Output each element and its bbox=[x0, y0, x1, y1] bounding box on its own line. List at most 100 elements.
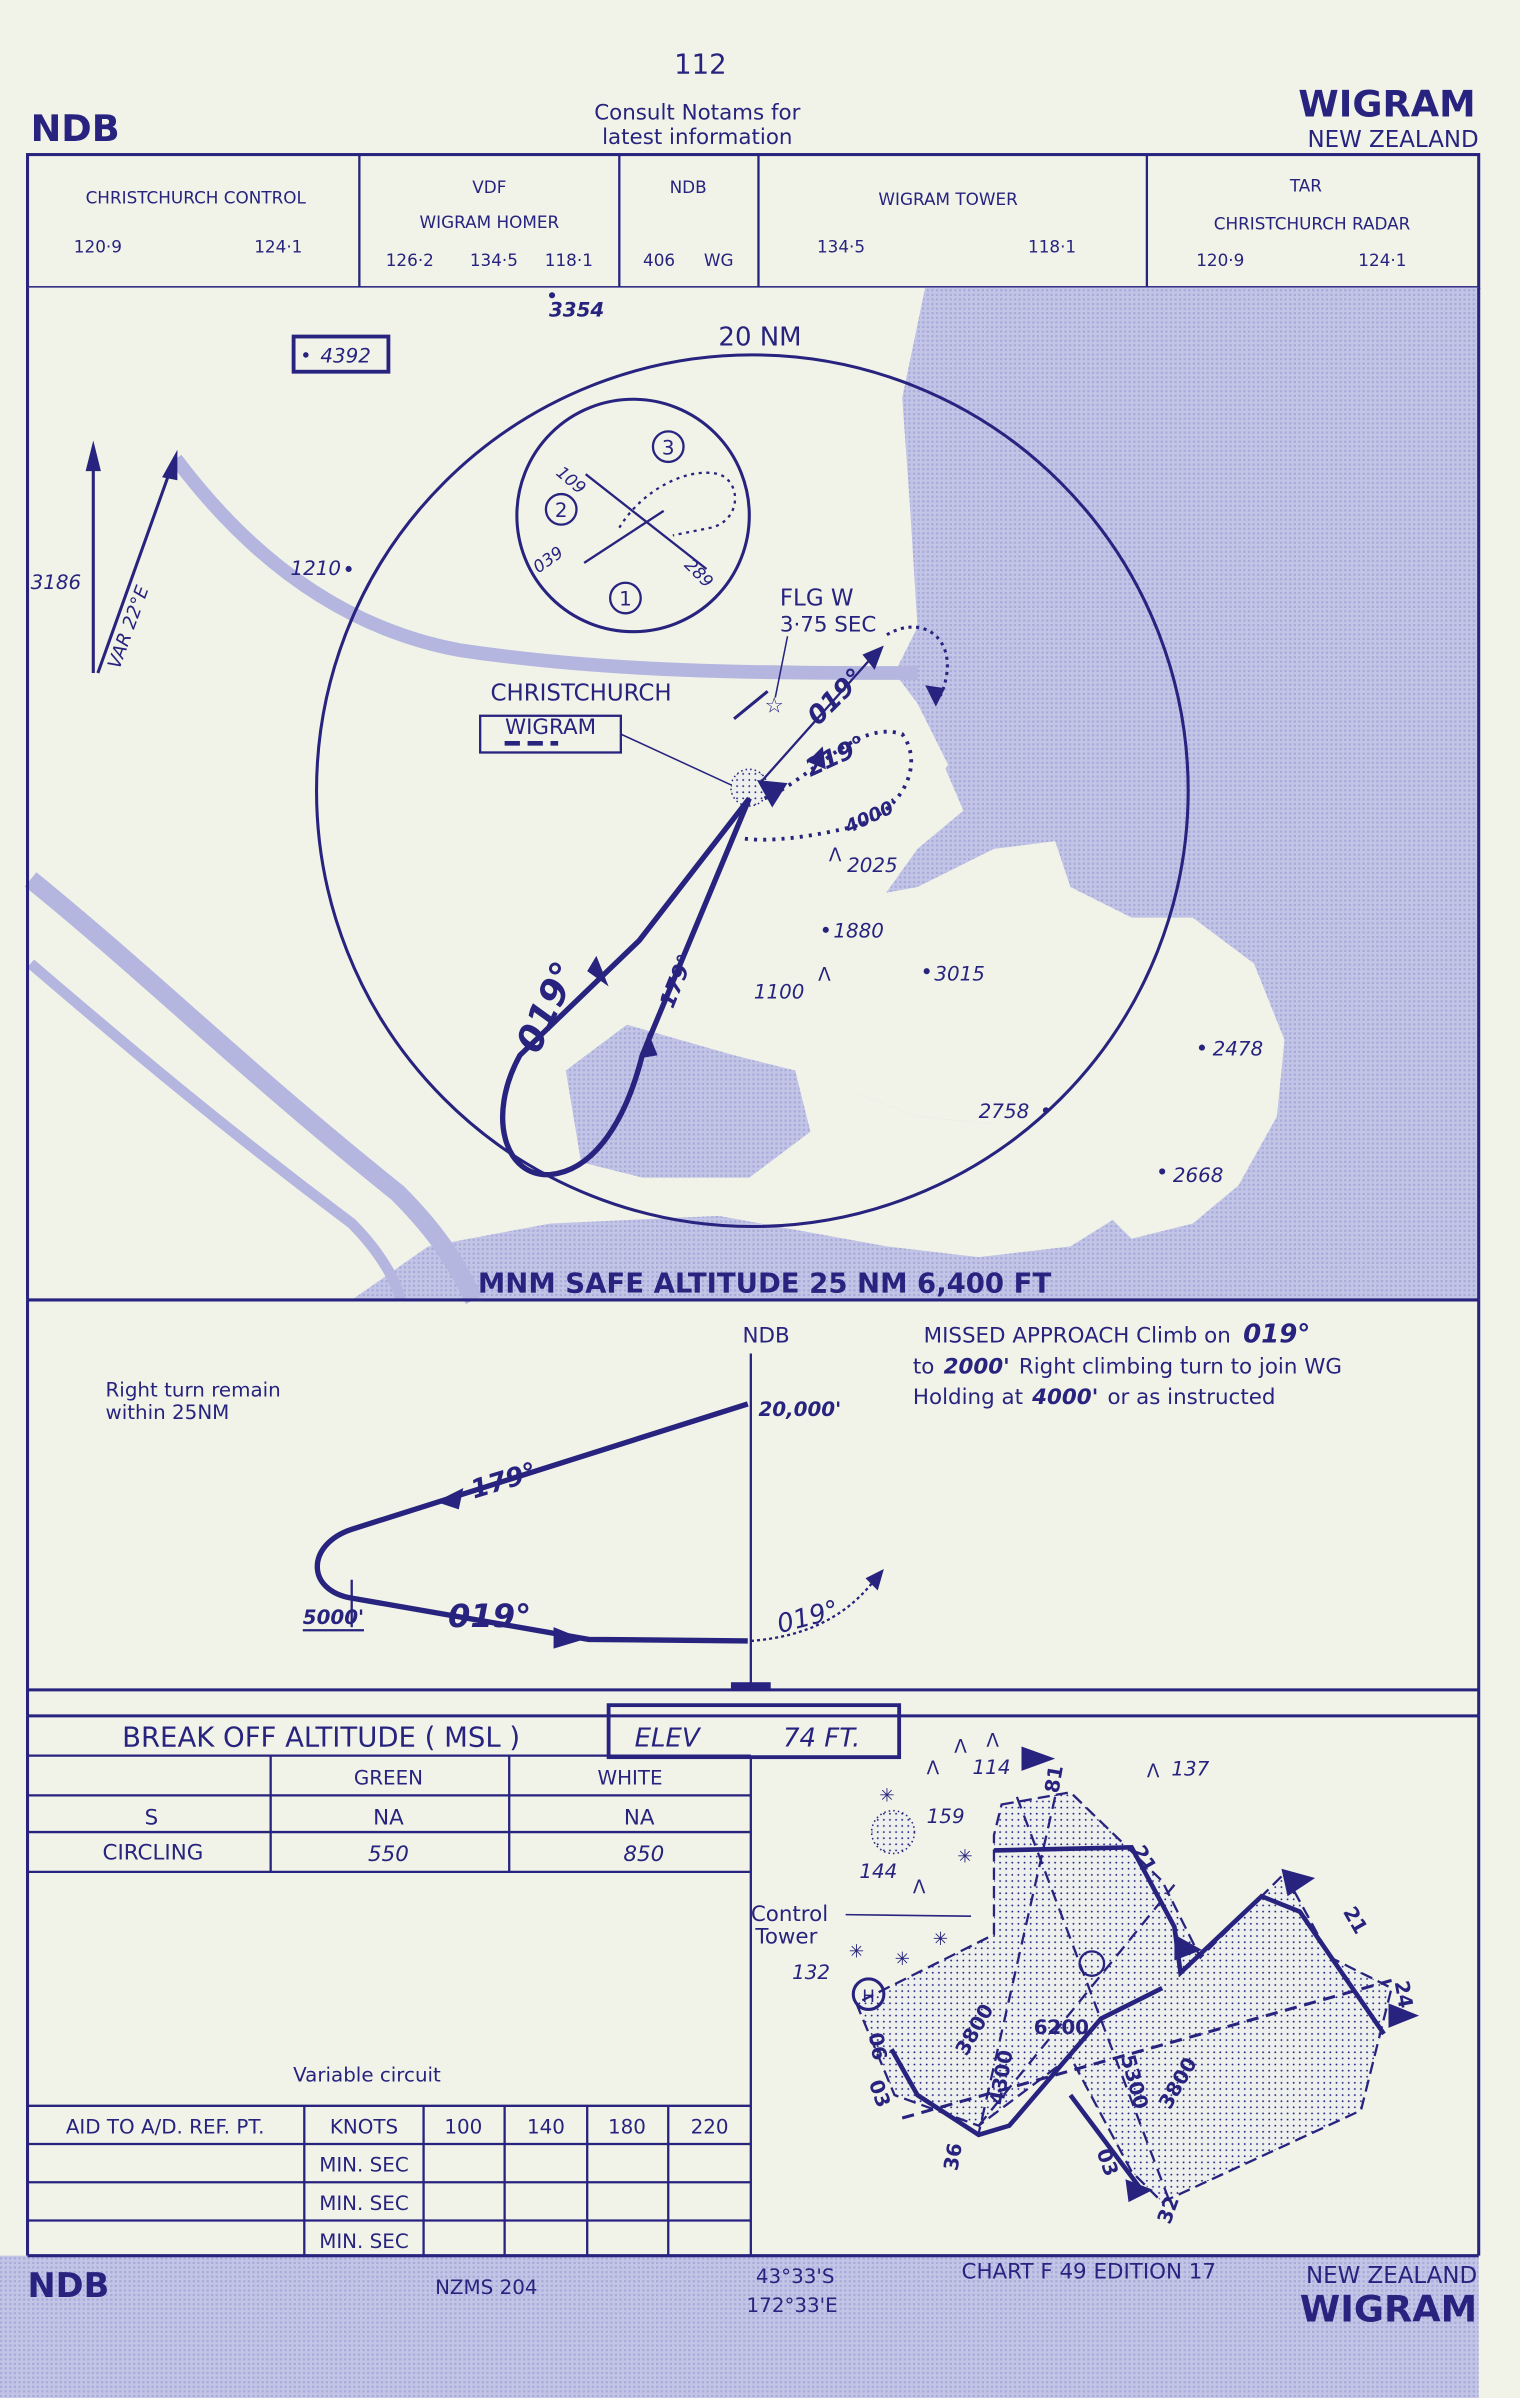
minima-section: BREAK OFF ALTITUDE ( MSL ) ELEV 74 FT. G… bbox=[25, 1703, 1481, 2256]
spot-elevation: 3186 bbox=[31, 571, 82, 594]
freq-value: WG bbox=[704, 250, 734, 270]
svg-text:Λ: Λ bbox=[1147, 1761, 1160, 1782]
runway-end: 81 bbox=[1040, 1764, 1067, 1795]
runway-end: 21 bbox=[1338, 1903, 1372, 1938]
minima-cell: 850 bbox=[623, 1842, 664, 1867]
svg-text:Λ: Λ bbox=[913, 1877, 926, 1898]
banks-peninsula bbox=[818, 703, 1285, 1239]
aerodrome-ref-point-icon bbox=[1078, 1950, 1106, 1977]
inset-step: 3 bbox=[662, 436, 675, 459]
footer: NDB NZMS 204 43°33'S 172°33'E CHART F 49… bbox=[0, 2254, 1479, 2398]
runway-length: 6200 bbox=[1034, 2016, 1089, 2039]
runway-end: 24 bbox=[1390, 1979, 1417, 2010]
svg-text:✳: ✳ bbox=[879, 1785, 894, 1806]
freq-value: 134·5 bbox=[817, 236, 865, 256]
footer-chart: CHART F 49 EDITION 17 bbox=[962, 2260, 1216, 2285]
profile-alt-top: 20,000' bbox=[758, 1398, 841, 1421]
frequency-table: CHRISTCHURCH CONTROL 120·9 124·1 VDF WIG… bbox=[25, 153, 1481, 290]
timing-header: 100 bbox=[444, 2115, 482, 2138]
spot-elevation: 2668 bbox=[1173, 1164, 1224, 1187]
obstacle-elevation: 144 bbox=[859, 1860, 897, 1883]
break-off-title: BREAK OFF ALTITUDE ( MSL ) bbox=[122, 1721, 520, 1753]
notice-line-2: latest information bbox=[602, 125, 792, 150]
header: 112 NDB Consult Notams for latest inform… bbox=[31, 49, 1479, 153]
svg-text:Λ: Λ bbox=[927, 1758, 940, 1779]
minima-cell: NA bbox=[373, 1805, 404, 1830]
freq-value: 124·1 bbox=[254, 236, 302, 256]
freq-vdf-subtitle: WIGRAM HOMER bbox=[420, 212, 560, 232]
timing-header: AID TO A/D. REF. PT. bbox=[66, 2115, 265, 2138]
river bbox=[27, 959, 406, 1302]
spot-elevation: 1100 bbox=[754, 981, 805, 1004]
msa-label: MNM SAFE ALTITUDE 25 NM 6,400 FT bbox=[478, 1267, 1052, 1299]
svg-text:Λ: Λ bbox=[986, 1730, 999, 1751]
airfield-area bbox=[854, 1791, 1393, 2204]
profile-outbound: 179° bbox=[467, 1457, 540, 1505]
beacon-label: FLG W bbox=[780, 586, 854, 612]
minima-cell: 550 bbox=[368, 1842, 409, 1867]
footer-procedure: NDB bbox=[28, 2266, 110, 2305]
river bbox=[170, 454, 918, 680]
freq-vdf-title: VDF bbox=[472, 177, 506, 197]
country-title: NEW ZEALAND bbox=[1307, 127, 1478, 153]
approach-track bbox=[499, 796, 752, 1178]
elev-value: 74 FT. bbox=[783, 1723, 860, 1753]
minima-cell: CIRCLING bbox=[103, 1841, 204, 1866]
obstacle-elevation: 159 bbox=[927, 1805, 965, 1828]
procedure-title: NDB bbox=[31, 107, 120, 150]
spot-elevation: 3015 bbox=[934, 962, 985, 985]
tower-label: Tower bbox=[754, 1925, 817, 1950]
svg-text:✳: ✳ bbox=[933, 1929, 948, 1950]
timing-row-unit: MIN. SEC bbox=[319, 2154, 409, 2177]
timing-header: 140 bbox=[527, 2115, 565, 2138]
profile-missed-track: 019° bbox=[774, 1595, 842, 1640]
timing-header: KNOTS bbox=[330, 2115, 398, 2138]
spot-elevations: 3354 3186 1210 2025 1880 3015 1100 2478 … bbox=[31, 292, 1264, 1187]
freq-value: 124·1 bbox=[1358, 250, 1406, 270]
tower-label: Control bbox=[751, 1902, 828, 1927]
runway-end: 06 bbox=[864, 2031, 891, 2062]
spot-elevation: 3354 bbox=[549, 299, 604, 322]
freq-christchurch-control-title: CHRISTCHURCH CONTROL bbox=[86, 188, 307, 208]
runway-end: 03 bbox=[1092, 2146, 1123, 2180]
svg-text:✳: ✳ bbox=[895, 1949, 910, 1970]
inset-step: 2 bbox=[555, 499, 568, 522]
range-ring-label: 20 NM bbox=[718, 323, 801, 353]
freq-value: 120·9 bbox=[74, 236, 122, 256]
minima-header: WHITE bbox=[597, 1767, 662, 1790]
hill-obstacle-icon bbox=[870, 1809, 916, 1855]
profile-alt-turn: 5000' bbox=[303, 1606, 364, 1629]
freq-value: 120·9 bbox=[1196, 250, 1244, 270]
minima-header: GREEN bbox=[354, 1767, 423, 1790]
obstacle-elevation: 132 bbox=[792, 1961, 830, 1984]
airfield-label: WIGRAM bbox=[505, 715, 596, 740]
profile-track bbox=[314, 1401, 749, 1644]
svg-text:Λ: Λ bbox=[954, 1737, 967, 1758]
profile-fix-label: NDB bbox=[743, 1324, 790, 1349]
river bbox=[24, 872, 483, 1305]
freq-value: 118·1 bbox=[1028, 236, 1076, 256]
freq-ndb-title: NDB bbox=[670, 177, 707, 197]
minima-cell: S bbox=[145, 1805, 159, 1830]
obstacle-elevation: 114 bbox=[973, 1756, 1011, 1779]
minima-cell: NA bbox=[624, 1805, 655, 1830]
page-number: 112 bbox=[674, 49, 727, 81]
spot-elevation: 1880 bbox=[833, 920, 884, 943]
obstacle-icon: Λ bbox=[818, 964, 831, 985]
20nm-range-ring bbox=[315, 353, 1190, 1229]
plan-view: 20 NM 4392 VAR 22°E 3354 3186 1210 2025 … bbox=[24, 287, 1481, 1305]
footer-map-ref: NZMS 204 bbox=[435, 2276, 537, 2299]
timing-header: 220 bbox=[691, 2115, 729, 2138]
spot-elevation: 2478 bbox=[1213, 1037, 1264, 1060]
heliport-icon bbox=[851, 1977, 886, 2011]
freq-value: 118·1 bbox=[545, 250, 593, 270]
inset-step: 1 bbox=[619, 588, 632, 611]
highest-elevation: 4392 bbox=[320, 345, 371, 368]
profile-note: Right turn remain bbox=[106, 1378, 281, 1401]
spot-elevation: 1210 bbox=[291, 557, 342, 580]
